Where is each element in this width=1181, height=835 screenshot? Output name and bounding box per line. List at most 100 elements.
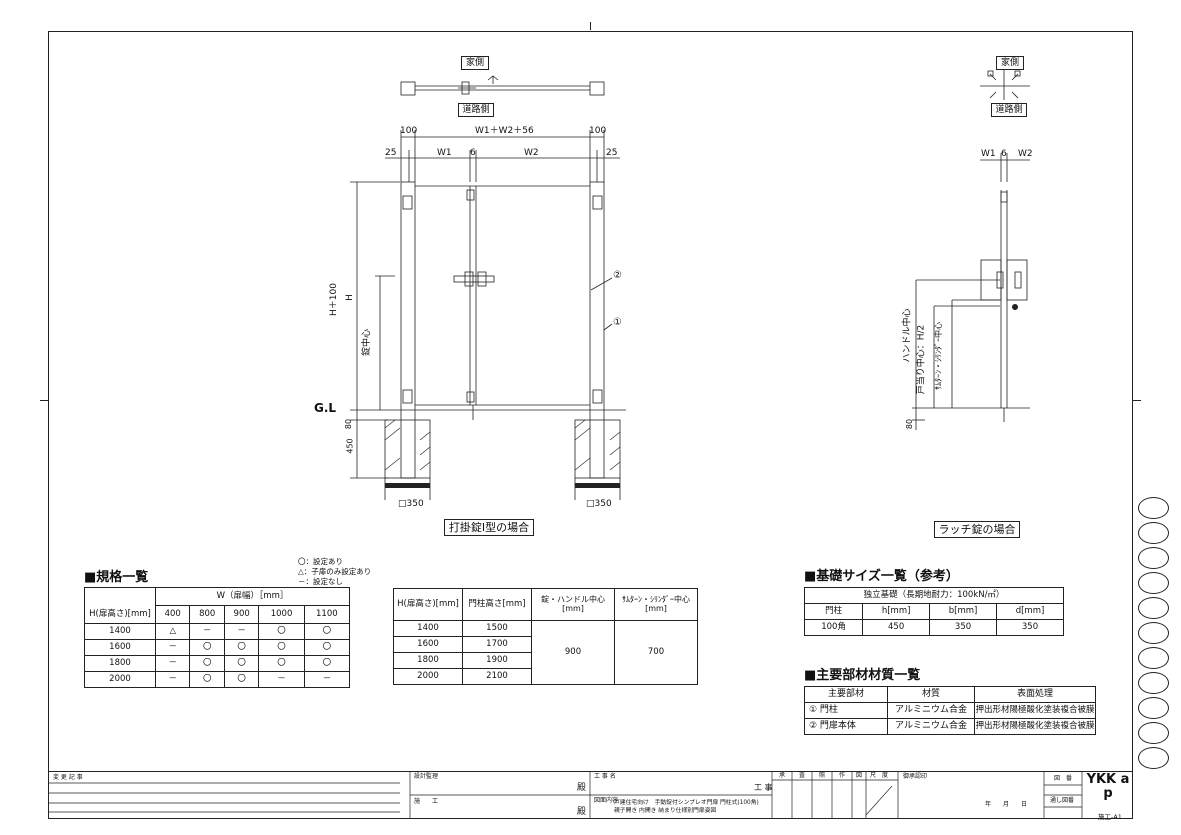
dim-embed-right: 80 <box>905 418 915 430</box>
material-table: 主要部材 材質 表面処理 ① 門柱 アルミニウム合金 押出形材陽極酸化塗装複合被… <box>804 686 1096 735</box>
height-cell-post: 1700 <box>462 636 532 653</box>
spec-cell-h: 1600 <box>84 639 156 656</box>
spec-col: 1100 <box>303 605 351 624</box>
spec-cell: 〇 <box>303 655 351 672</box>
table-row: 1400 1500 900 700 <box>393 620 698 685</box>
foundation-header: 門柱 <box>803 603 864 620</box>
revision-circle <box>1138 622 1169 644</box>
revision-circle <box>1138 747 1169 769</box>
thumb-center-value: 700 <box>614 620 698 685</box>
height-header-lock: 錠・ハンドル中心 [mm] <box>531 588 615 621</box>
height-header-thumb-text: ｻﾑﾀｰﾝ・ｼﾘﾝﾀﾞｰ中心 <box>622 594 690 604</box>
height-cell-post: 2100 <box>462 668 532 685</box>
dim-gap-right: 6 <box>1001 149 1007 159</box>
revision-circle <box>1138 522 1169 544</box>
revision-circle <box>1138 672 1169 694</box>
foundation-table-title: ■基礎サイズ一覧（参考） <box>804 569 959 584</box>
callout-post: ① <box>613 317 622 328</box>
table-row: 1400 △ － － 〇 〇 <box>84 623 351 640</box>
legend-unavailable: －：設定なし <box>298 577 343 586</box>
table-row: 1800 1900 <box>393 652 698 669</box>
title-block <box>48 771 1133 820</box>
spec-legend: 〇：設定あり △：子扉のみ設定あり －：設定なし <box>298 557 371 587</box>
material-cell: 押出形材陽極酸化塗装複合被膜 <box>974 702 1096 719</box>
height-cell-h: 1600 <box>393 636 463 653</box>
gate-drawing-right <box>912 70 1030 430</box>
foundation-cell: 100角 <box>803 619 864 636</box>
brand-logo: YKK ap <box>1086 772 1130 801</box>
table-row: ① 門柱 アルミニウム合金 押出形材陽極酸化塗装複合被膜 <box>804 702 1096 719</box>
house-side-label-right: 家側 <box>996 56 1024 70</box>
callout-door: ② <box>613 270 622 281</box>
construction-label: 施 工 <box>414 798 439 805</box>
material-header: 主要部材 <box>804 686 888 703</box>
sheet-number: 施工-A1 <box>1098 813 1122 821</box>
dim-lock-center: 錠中心 <box>362 328 373 357</box>
foundation-header: b[mm] <box>929 603 997 620</box>
foundation-header: d[mm] <box>996 603 1064 620</box>
spec-cell: 〇 <box>258 623 305 640</box>
spec-cell: 〇 <box>303 639 351 656</box>
dim-w1-right: W1 <box>981 149 996 159</box>
spec-cell-h: 1800 <box>84 655 156 672</box>
legend-available: 〇：設定あり <box>298 557 343 566</box>
dim-thumbturn-center: ｻﾑﾀｰﾝ・ｼﾘﾝﾀﾞｰ中心 <box>934 322 943 390</box>
table-row: 2000 － 〇 〇 － － <box>84 671 351 688</box>
road-side-label-left: 道路側 <box>458 103 494 117</box>
dim-depth: 450 <box>345 438 355 454</box>
height-cell-post: 1900 <box>462 652 532 669</box>
stamp-col: 尺 度 <box>870 772 889 779</box>
table-row: 1600 1700 <box>393 636 698 653</box>
dim-offset-right: 25 <box>606 148 618 158</box>
drawing-no-label: 図 番 <box>1054 775 1073 782</box>
spec-cell: 〇 <box>223 671 260 688</box>
spec-cell: － <box>258 671 305 688</box>
stamp-col: 照 <box>819 772 826 779</box>
material-cell: 押出形材陽極酸化塗装複合被膜 <box>974 718 1096 735</box>
foundation-cell: 350 <box>929 619 997 636</box>
house-side-label-left: 家側 <box>461 56 489 70</box>
foundation-cell: 450 <box>862 619 931 636</box>
road-side-label-right: 道路側 <box>991 103 1027 117</box>
spec-cell: 〇 <box>189 639 225 656</box>
approval-label: 御承認印 <box>903 773 928 780</box>
table-row: 100角 450 350 350 <box>803 619 1064 636</box>
height-cell-post: 1500 <box>462 620 532 637</box>
material-cell: ① 門柱 <box>804 702 888 719</box>
material-cell: アルミニウム合金 <box>887 718 975 735</box>
revision-circle <box>1138 497 1169 519</box>
spec-col: 800 <box>189 605 225 624</box>
spec-cell: 〇 <box>223 655 260 672</box>
height-cell-h: 1800 <box>393 652 463 669</box>
spec-width-header: W（扉幅）［mm］ <box>155 587 350 606</box>
height-header-lock-unit: [mm] <box>562 603 584 613</box>
revision-circle <box>1138 697 1169 719</box>
spec-cell: － <box>223 623 260 640</box>
stamp-col: 査 <box>799 772 806 779</box>
spec-col: 1000 <box>258 605 305 624</box>
dim-offset-left: 25 <box>385 148 397 158</box>
height-header-lock-text: 錠・ハンドル中心 <box>541 594 605 604</box>
spec-cell: △ <box>154 623 191 640</box>
dim-gap: 6 <box>470 148 476 158</box>
table-row: 1600 － 〇 〇 〇 〇 <box>84 639 351 656</box>
revision-circle <box>1138 647 1169 669</box>
content-line2: 親子開き 内開き 納まり仕様別門扉姿図 <box>614 808 717 814</box>
center-mark-left <box>40 400 48 401</box>
height-header-post: 門柱高さ[mm] <box>462 588 532 621</box>
material-cell: アルミニウム合金 <box>887 702 975 719</box>
spec-cell: 〇 <box>223 639 260 656</box>
spec-cell: 〇 <box>303 623 351 640</box>
material-table-title: ■主要部材材質一覧 <box>804 668 921 683</box>
foundation-cell: 350 <box>996 619 1064 636</box>
revision-circle <box>1138 722 1169 744</box>
dim-handle-center: ハンドル中心 <box>902 308 913 363</box>
dim-w2: W2 <box>524 148 539 158</box>
spec-cell: － <box>189 623 225 640</box>
dim-post-left: 100 <box>400 126 418 136</box>
footing-right-size: □350 <box>586 499 612 509</box>
center-mark-right <box>1133 400 1141 401</box>
footing-left-size: □350 <box>398 499 424 509</box>
center-mark-top <box>590 22 591 30</box>
drawing-frame <box>48 31 1133 819</box>
